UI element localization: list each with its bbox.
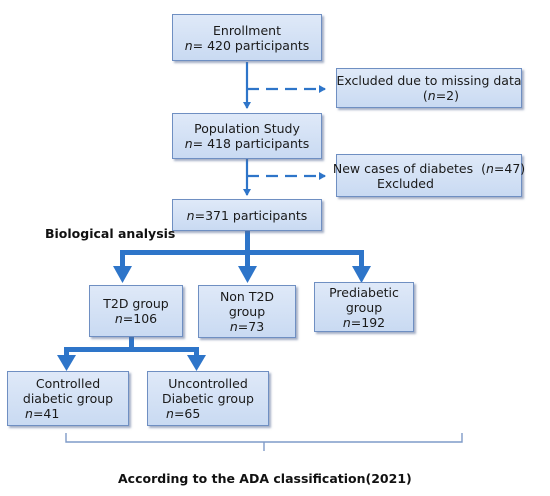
controlled-subtitle: diabetic group [22,391,114,406]
enrollment-count: n= 420 participants [185,38,310,53]
population-title: Population Study [194,121,300,136]
n-symbol: n [485,160,494,176]
participants-371-box: n=371 participants [172,199,322,231]
ada-bracket [65,433,463,451]
population-study-box: Population Study n= 418 participants [172,113,322,159]
non-t2d-count: n=73 [230,319,264,334]
t2d-count: n=106 [115,311,157,326]
t2d-value: =106 [122,311,158,326]
new-cases-text: New cases of diabetes ( [332,160,486,176]
uncontrolled-title: Uncontrolled [168,376,248,391]
branch-to-three-groups [113,231,371,283]
controlled-diabetic-box: Controlled diabetic group n=41 [7,371,129,426]
n-symbol: n [184,136,193,151]
ada-classification-label: According to the ADA classification(2021… [118,471,412,486]
uncontrolled-diabetic-box: Uncontrolled Diabetic group n=65 [147,371,269,426]
new-cases-box: New cases of diabetes (n=47) Excluded [333,154,525,197]
n-symbol: n [184,37,193,53]
n-symbol: n [186,207,195,223]
enrollment-title: Enrollment [213,22,281,38]
non-t2d-subtitle: group [228,304,266,319]
population-count-value: = 418 participants [192,136,310,151]
prediabetic-group-box: Prediabetic group n=192 [314,282,414,332]
new-cases-title: New cases of diabetes (n=47) [333,161,525,176]
paren-open: ( [422,88,428,103]
prediabetic-count: n=192 [343,315,385,330]
enrollment-box: Enrollment n= 420 participants [172,14,322,61]
t2d-group-box: T2D group n=106 [89,285,183,337]
controlled-title: Controlled [35,376,101,391]
controlled-count: n=41 [8,406,59,421]
n-symbol: n [166,406,174,421]
excluded-missing-box: Excluded due to missing data (n=2) [336,68,522,108]
prediabetic-value: =192 [350,314,386,330]
t2d-title: T2D group [103,296,169,311]
uncontrolled-value: =65 [173,406,201,421]
biological-analysis-label: Biological analysis [45,226,176,241]
n-symbol: n [25,406,33,421]
uncontrolled-subtitle: Diabetic group [162,391,254,406]
n-symbol: n [342,314,351,330]
controlled-value: =41 [32,406,60,421]
enrollment-count-value: = 420 participants [192,37,310,53]
excluded-missing-count: (n=2) [423,88,521,103]
excluded-missing-value: =2) [435,88,459,103]
participants-371-value: =371 participants [194,207,308,223]
participants-371-count: n=371 participants [187,208,308,223]
non-t2d-title: Non T2D [219,289,275,304]
non-t2d-group-box: Non T2D group n=73 [198,285,296,338]
excluded-missing-title: Excluded due to missing data [336,73,522,88]
n-symbol: n [427,88,436,103]
n-symbol: n [114,311,123,326]
non-t2d-value: =73 [237,319,265,334]
new-cases-value: =47) [493,160,526,176]
uncontrolled-count: n=65 [148,406,200,421]
branch-to-diabetic-subgroups [57,337,206,371]
prediabetic-title: Prediabetic [329,284,399,300]
n-symbol: n [229,319,238,334]
prediabetic-subtitle: group [345,299,383,315]
population-count: n= 418 participants [185,136,310,151]
new-cases-excluded: Excluded [377,175,434,191]
